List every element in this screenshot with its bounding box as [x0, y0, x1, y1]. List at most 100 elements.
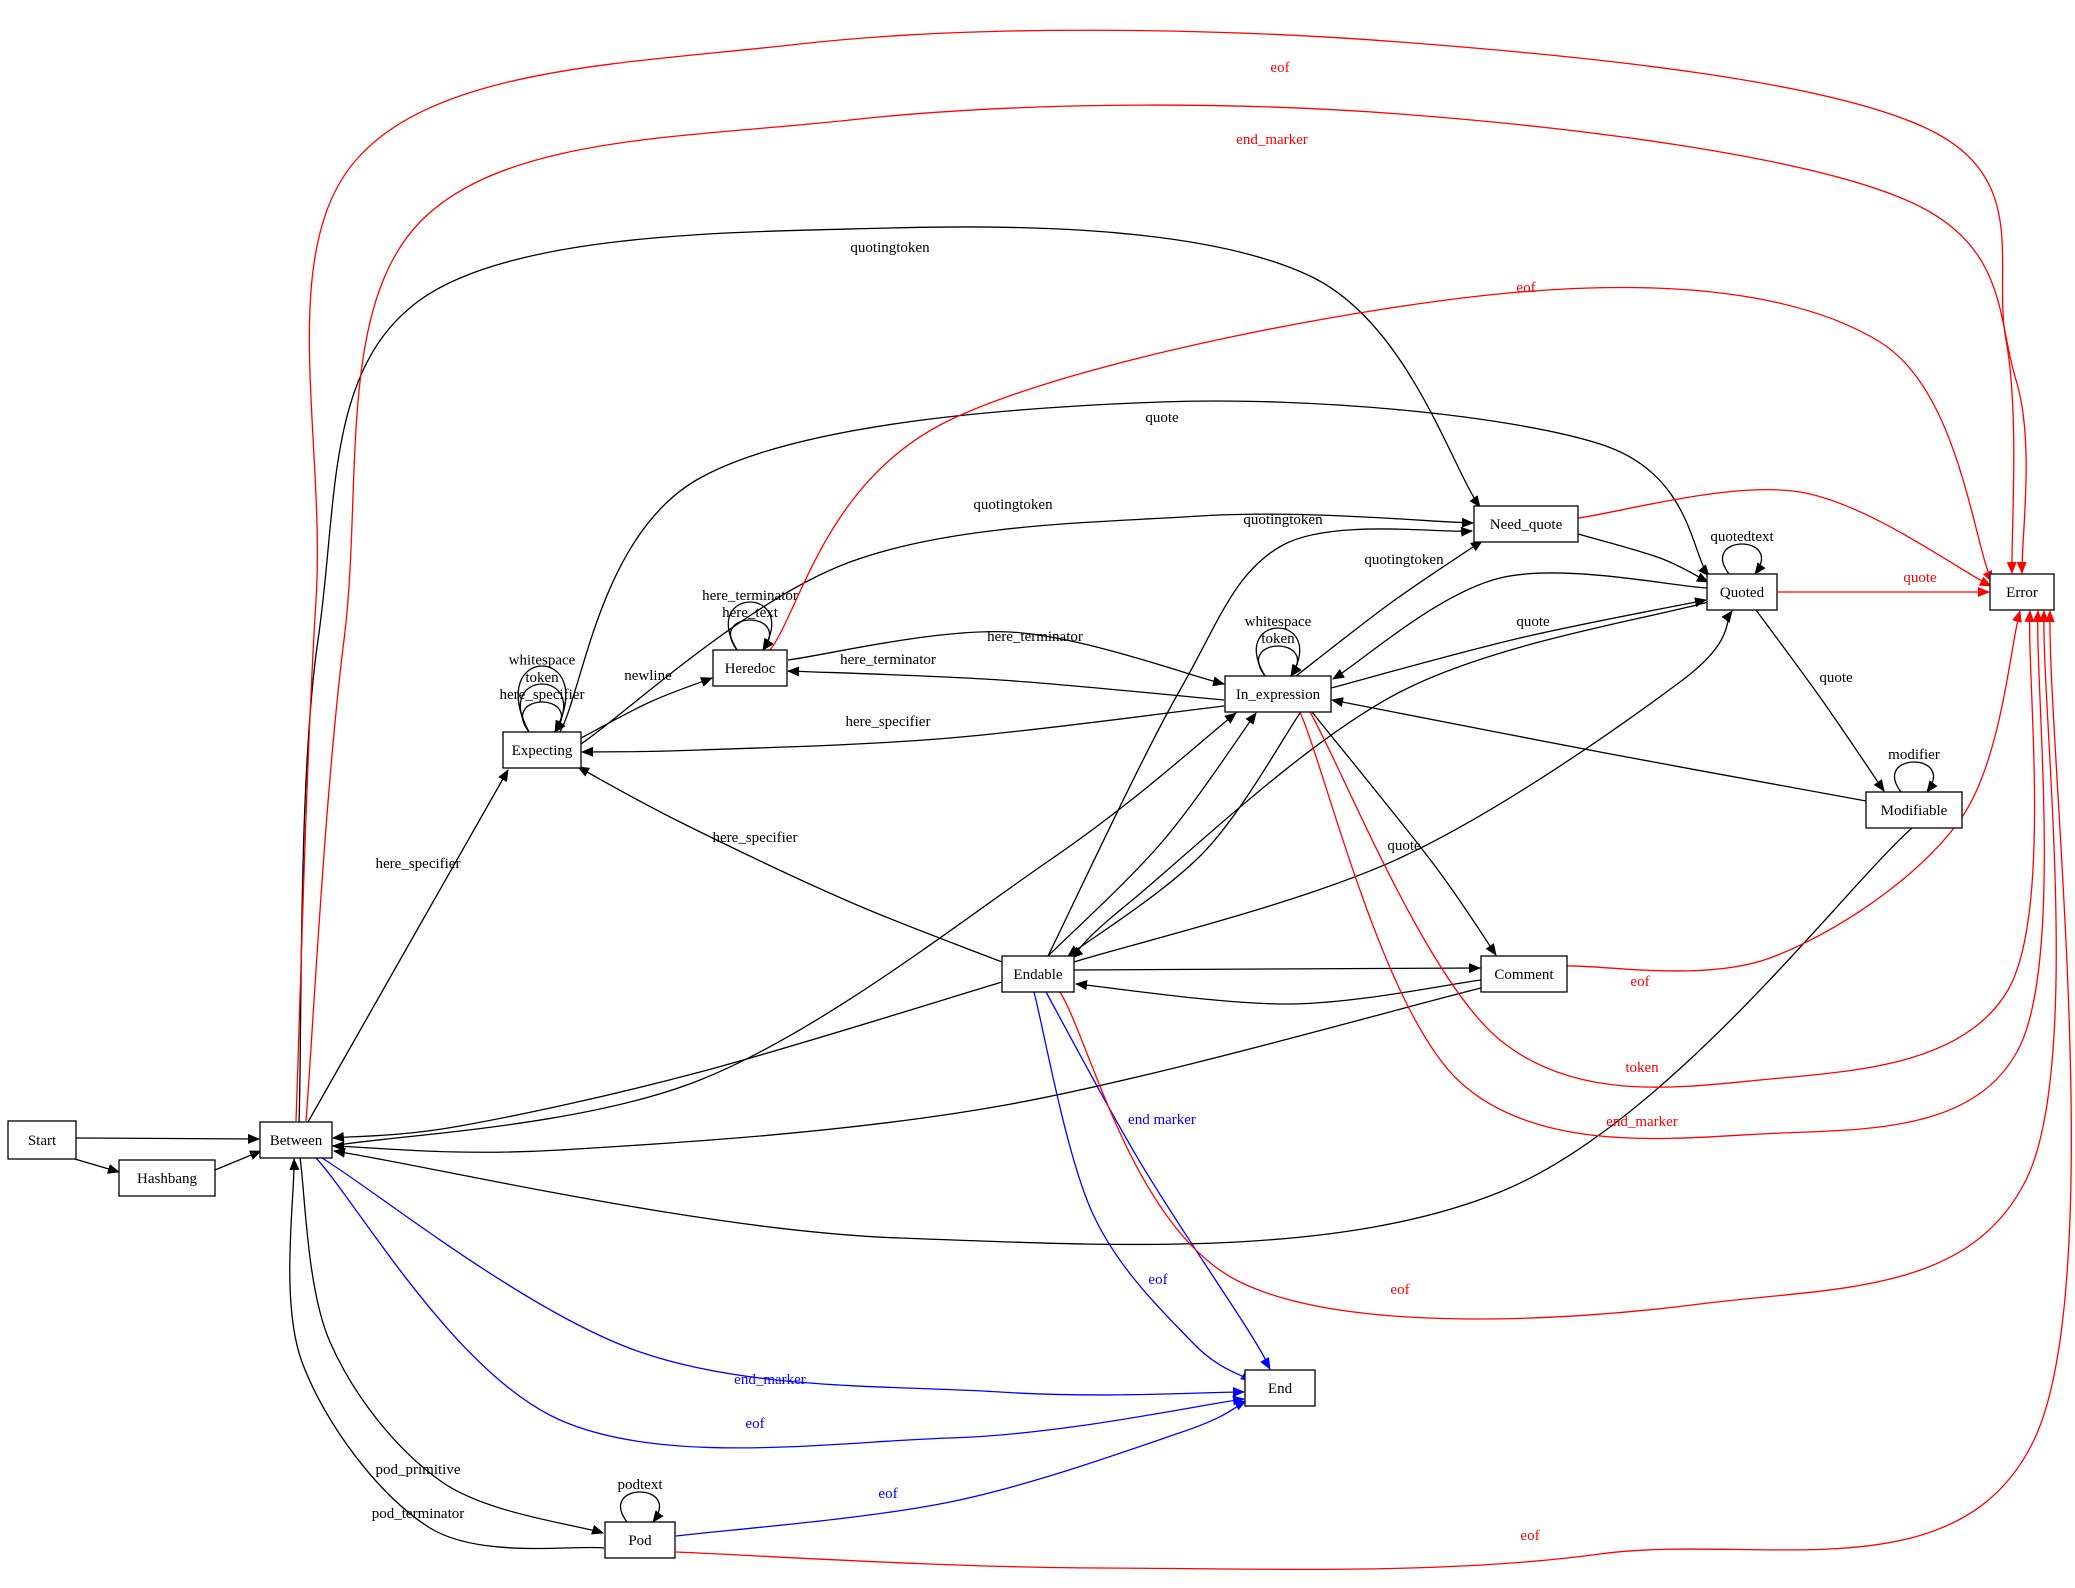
- self-loop-heredoc: [727, 601, 773, 651]
- edge-comment-to-endable: [1075, 979, 1482, 1005]
- node-box-between: [259, 1121, 333, 1159]
- node-box-quoted: [1706, 573, 1778, 611]
- edge-label: eof: [1148, 1272, 1167, 1288]
- edge-label: quotingtoken: [850, 240, 930, 256]
- edge-comment-to-between: [332, 987, 1482, 1153]
- edge-between-to-expecting-here_specifier: [307, 769, 509, 1123]
- node-quoted: Quoted: [1706, 573, 1778, 611]
- edge-in_expression-to-endable: [1067, 712, 1301, 957]
- edge-expecting-to-need_quote-quotingtoken: [580, 513, 1474, 745]
- edge-in_expression-to-error-end_marker: [1299, 610, 2045, 1140]
- edge-label: quote: [1819, 670, 1853, 686]
- edge-endable-to-end-eof: [1033, 991, 1253, 1382]
- node-end: End: [1244, 1369, 1316, 1407]
- edge-in_expression-to-need_quote-quotingtoken: [1295, 540, 1483, 677]
- node-label-heredoc: Heredoc: [725, 661, 776, 677]
- self-loop-label: token: [525, 670, 559, 686]
- edge-expecting-to-quoted-quote: [559, 400, 1710, 733]
- node-box-endable: [1001, 955, 1075, 993]
- node-label-between: Between: [270, 1133, 323, 1149]
- node-in_expression: In_expression: [1224, 675, 1332, 713]
- edge-quoted-to-modifiable-quote: [1755, 609, 1885, 792]
- edge-label: newline: [624, 668, 672, 684]
- edge-modifiable-to-in_expression: [1331, 697, 1867, 802]
- self-loop-label: podtext: [618, 1477, 664, 1493]
- self-loop-label: whitespace: [1245, 614, 1312, 630]
- edge-expecting-to-heredoc-newline: [580, 677, 713, 739]
- node-label-expecting: Expecting: [512, 743, 573, 759]
- node-pod: Pod: [604, 1521, 676, 1559]
- node-label-in_expression: In_expression: [1236, 687, 1321, 703]
- edge-need_quote-to-error: [1577, 489, 1992, 587]
- edge-quoted-to-endable: [1071, 601, 1709, 959]
- node-label-start: Start: [28, 1133, 57, 1149]
- edge-labels-layer: here_specifier quotingtoken newline quote qu…: [372, 60, 1940, 1544]
- node-box-error: [1989, 573, 2055, 611]
- edge-in_expression-to-quoted-quote: [1330, 597, 1707, 689]
- self-loop-in_expression: [1257, 645, 1302, 677]
- edge-label: quote: [1516, 614, 1550, 630]
- node-label-error: Error: [2006, 585, 2038, 601]
- edge-start-to-between: [75, 1133, 260, 1144]
- edge-pod-to-end-eof: [675, 1400, 1247, 1537]
- self-loop-quoted: [1721, 543, 1766, 575]
- edge-between-to-in_expression: [331, 712, 1237, 1147]
- node-label-hashbang: Hashbang: [137, 1171, 197, 1187]
- edge-pod-to-between-pod_terminator: [289, 1158, 605, 1550]
- node-endable: Endable: [1001, 955, 1075, 993]
- edge-endable-to-in_expression: [1047, 712, 1257, 957]
- edge-heredoc-to-in_expression-here_terminator: [787, 630, 1225, 687]
- edge-pod-to-error-eof: [675, 610, 2072, 1571]
- node-box-end: [1244, 1369, 1316, 1407]
- node-between: Between: [259, 1121, 333, 1159]
- node-heredoc: Heredoc: [712, 649, 788, 687]
- node-label-end: End: [1268, 1381, 1293, 1397]
- self-loop-modifiable: [1893, 761, 1938, 793]
- node-label-modifiable: Modifiable: [1881, 803, 1948, 819]
- edge-between-to-pod-pod_primitive: [299, 1157, 604, 1535]
- node-box-heredoc: [712, 649, 788, 687]
- edge-label: end_marker: [1606, 1114, 1678, 1130]
- edge-label: token: [1625, 1060, 1659, 1076]
- self-loop-label: here_terminator: [702, 588, 798, 604]
- edge-endable-to-quoted-quote: [1073, 610, 1733, 963]
- edge-in_expression-to-expecting-here_specifier: [581, 705, 1225, 757]
- edge-label: here_specifier: [713, 830, 798, 846]
- node-need_quote: Need_quote: [1473, 505, 1579, 543]
- self-loop-expecting: [517, 665, 567, 733]
- edge-endable-to-comment: [1073, 963, 1481, 974]
- node-label-need_quote: Need_quote: [1490, 517, 1563, 533]
- node-hashbang: Hashbang: [118, 1159, 216, 1197]
- edge-between-to-end-eof: [315, 1157, 1245, 1449]
- edge-label: quotingtoken: [973, 497, 1053, 513]
- edge-label: eof: [1270, 60, 1289, 76]
- edge-label: here_specifier: [846, 714, 931, 730]
- self-loop-expecting: [521, 701, 566, 733]
- edge-label: eof: [1516, 280, 1535, 296]
- self-loop-in_expression: [1255, 627, 1301, 677]
- node-modifiable: Modifiable: [1865, 791, 1963, 829]
- edge-label: here_terminator: [840, 652, 936, 668]
- edge-label: quote: [1145, 410, 1179, 426]
- edge-label: pod_terminator: [372, 1506, 464, 1522]
- edge-label: eof: [745, 1416, 764, 1432]
- edge-label: end_marker: [734, 1372, 806, 1388]
- edge-between-to-end-end_marker: [321, 1157, 1245, 1398]
- node-label-pod: Pod: [628, 1533, 652, 1549]
- edge-label: here_specifier: [376, 856, 461, 872]
- edge-endable-to-error-eof: [1059, 610, 2057, 1320]
- edge-label: eof: [878, 1486, 897, 1502]
- edge-quoted-to-in_expression: [1332, 572, 1708, 680]
- edge-label: quote: [1387, 838, 1421, 854]
- edge-need_quote-to-quoted: [1577, 533, 1709, 583]
- edge-heredoc-to-error-eof: [769, 286, 1993, 651]
- edge-label: eof: [1520, 1528, 1539, 1544]
- self-loop-label: token: [1261, 631, 1295, 647]
- node-box-pod: [604, 1521, 676, 1559]
- self-loop-label: whitespace: [509, 653, 576, 669]
- node-expecting: Expecting: [502, 731, 582, 769]
- edge-in_expression-to-comment: [1311, 711, 1497, 956]
- edge-label: end marker: [1128, 1112, 1196, 1128]
